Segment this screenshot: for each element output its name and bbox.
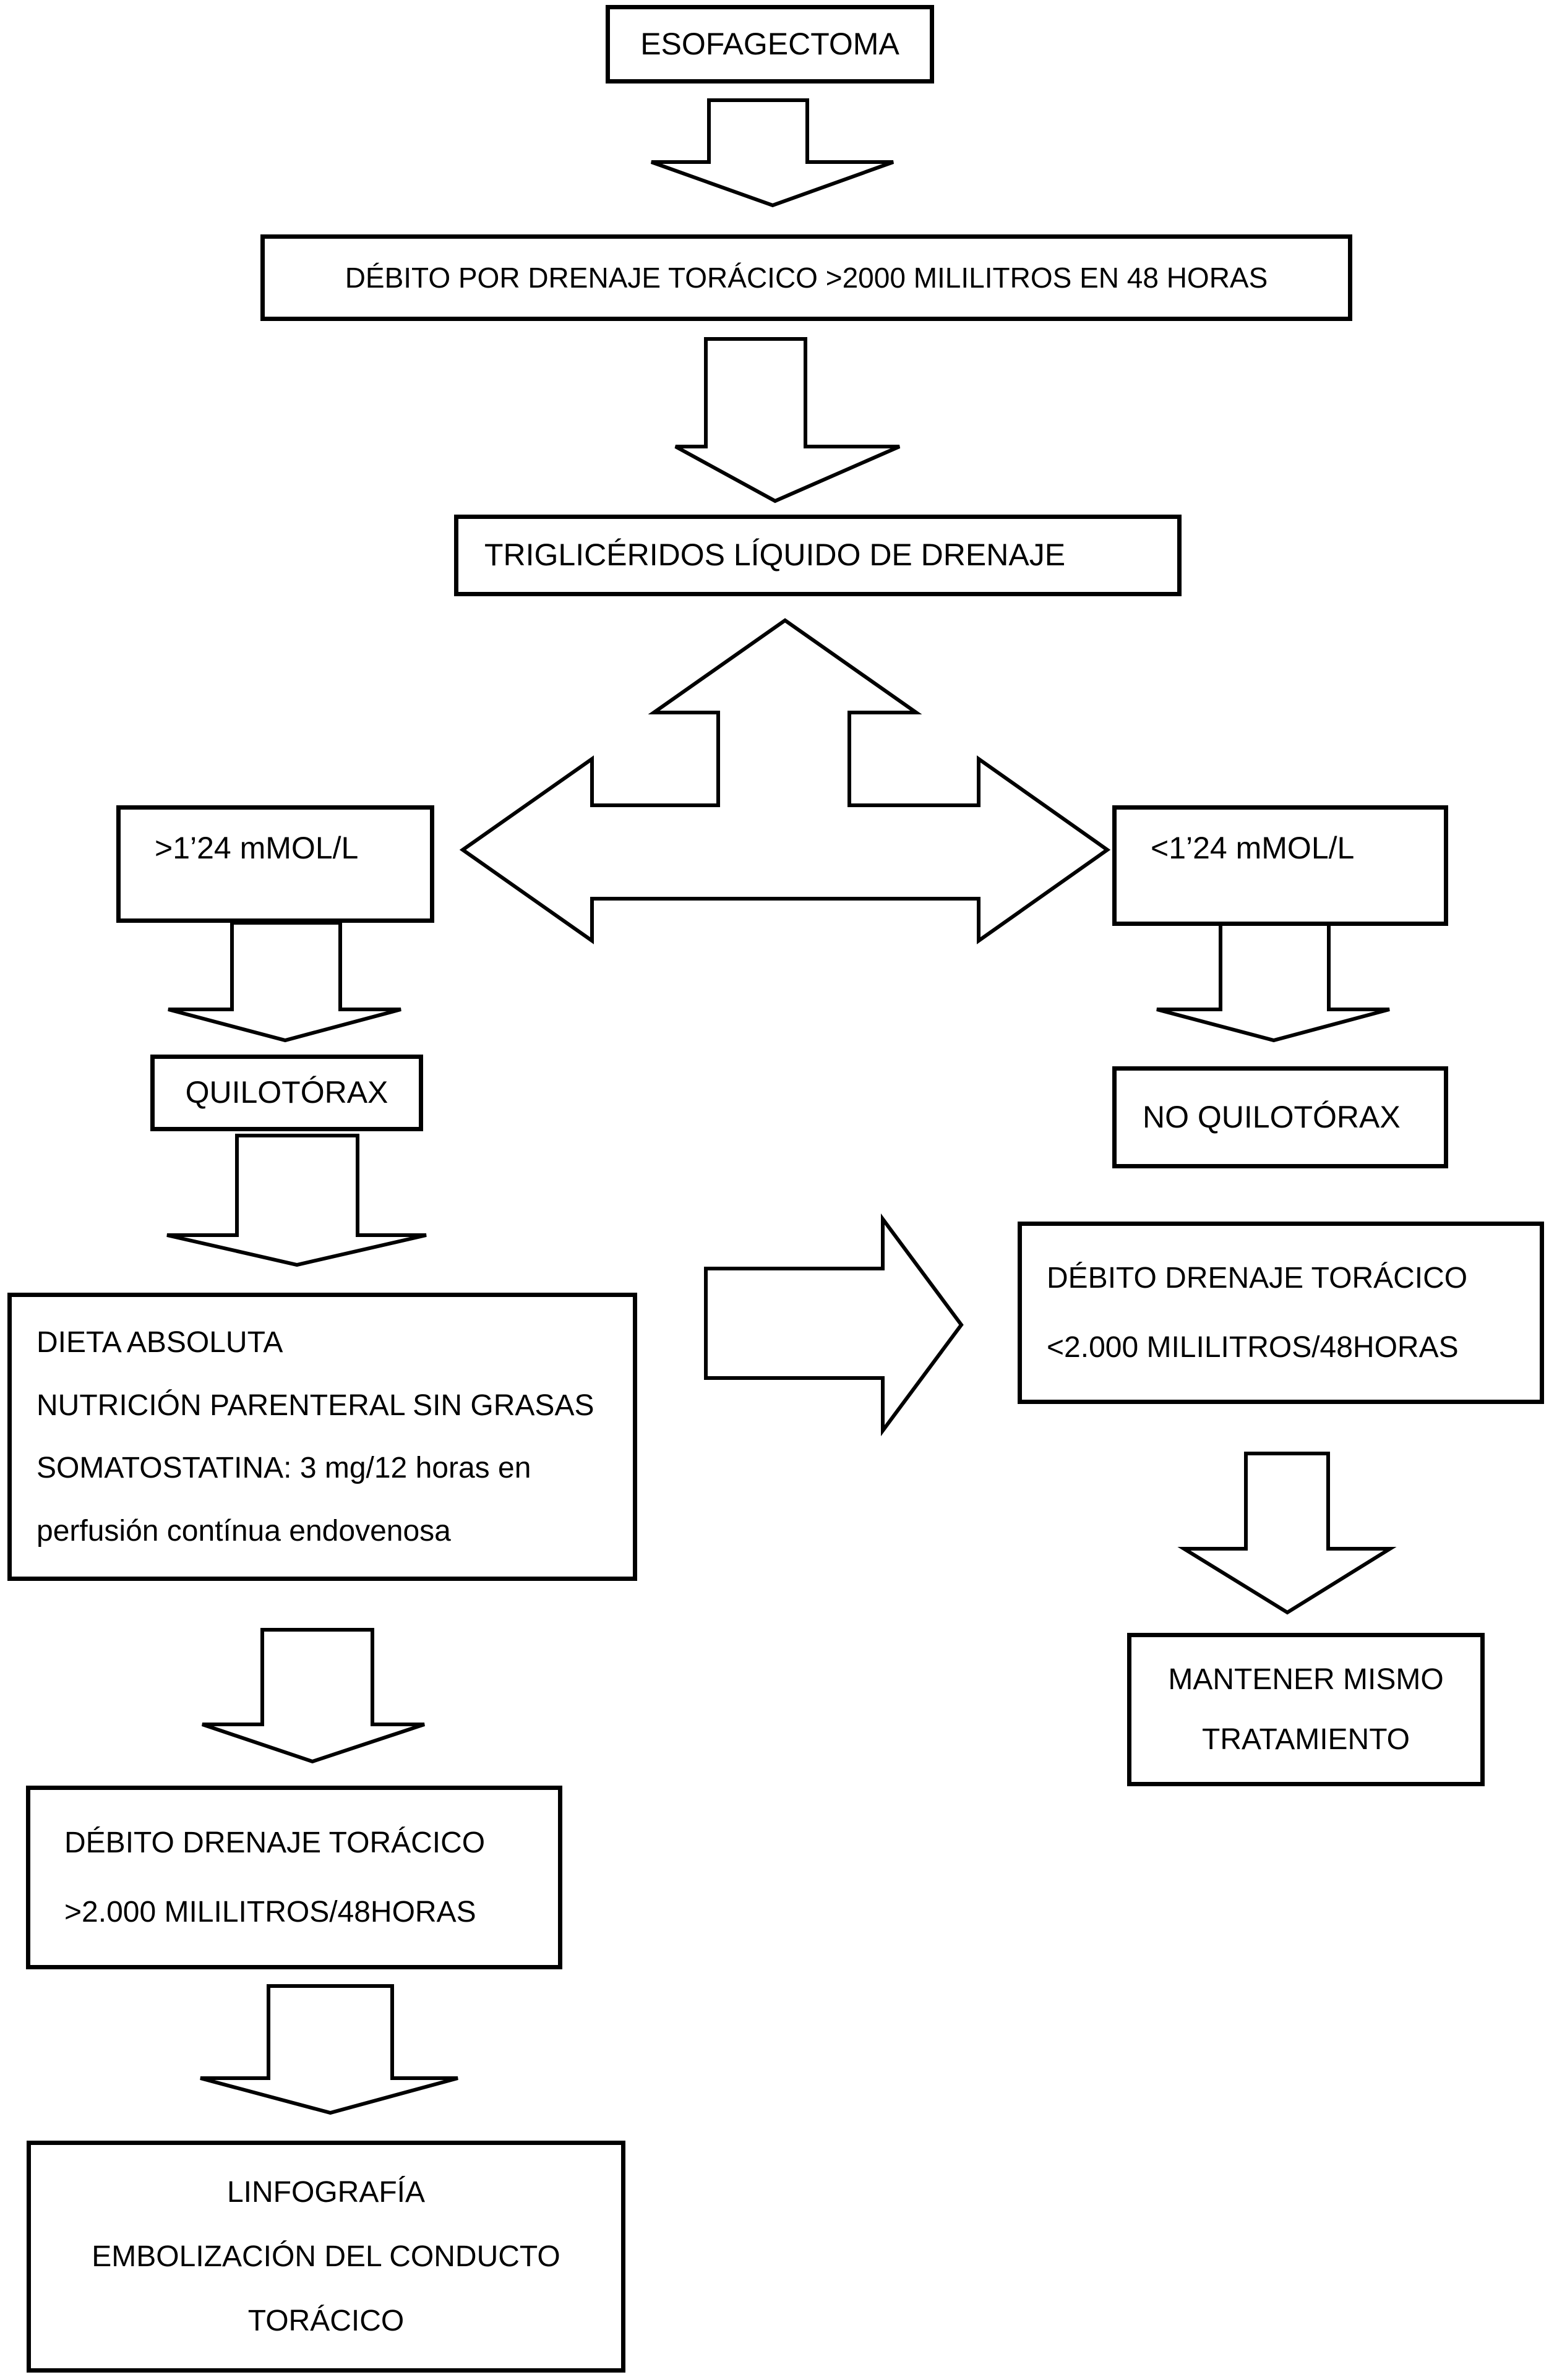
node-label: NO QUILOTÓRAX [1143, 1099, 1401, 1134]
arrow-down-icon [1177, 1452, 1397, 1615]
node-line: perfusión contínua endovenosa [36, 1514, 451, 1547]
arrow-down-icon [168, 921, 401, 1043]
node-quilotorax: QUILOTÓRAX [150, 1055, 423, 1131]
node-mantener-tratamiento: MANTENER MISMO TRATAMIENTO [1127, 1633, 1485, 1786]
node-no-quilotorax: NO QUILOTÓRAX [1112, 1066, 1448, 1168]
node-line: EMBOLIZACIÓN DEL CONDUCTO [92, 2240, 560, 2273]
node-trigliceridos: TRIGLICÉRIDOS LÍQUIDO DE DRENAJE [454, 515, 1182, 596]
node-label: QUILOTÓRAX [185, 1075, 388, 1110]
node-line: MANTENER MISMO [1168, 1663, 1444, 1697]
node-debito-mayor-2000: DÉBITO DRENAJE TORÁCICO >2.000 MILILITRO… [26, 1786, 562, 1969]
node-esofagectoma: ESOFAGECTOMA [606, 5, 934, 83]
node-tratamiento-quilotorax: DIETA ABSOLUTA NUTRICIÓN PARENTERAL SIN … [7, 1293, 637, 1581]
node-line: TORÁCICO [247, 2304, 405, 2337]
arrow-down-icon [674, 337, 901, 503]
node-line: >2.000 MILILITROS/48HORAS [64, 1896, 476, 1929]
node-label: >1’24 mMOL/L [155, 831, 359, 865]
arrow-down-icon [202, 1628, 425, 1764]
node-label: TRIGLICÉRIDOS LÍQUIDO DE DRENAJE [484, 537, 1066, 573]
node-line: DÉBITO DRENAJE TORÁCICO [64, 1826, 486, 1859]
node-line: <2.000 MILILITROS/48HORAS [1047, 1330, 1459, 1364]
node-line: NUTRICIÓN PARENTERAL SIN GRASAS [36, 1389, 594, 1422]
node-line: SOMATOSTATINA: 3 mg/12 horas en [36, 1452, 531, 1485]
node-debito-48h: DÉBITO POR DRENAJE TORÁCICO >2000 MILILI… [260, 234, 1352, 321]
node-menor-124: <1’24 mMOL/L [1112, 805, 1448, 926]
node-line: DÉBITO DRENAJE TORÁCICO [1047, 1261, 1468, 1295]
arrow-down-icon [166, 1134, 427, 1267]
node-line: TRATAMIENTO [1202, 1723, 1410, 1756]
node-label: <1’24 mMOL/L [1151, 831, 1355, 865]
node-label: DÉBITO POR DRENAJE TORÁCICO >2000 MILILI… [345, 261, 1268, 294]
node-line: LINFOGRAFÍA [226, 2175, 426, 2209]
arrow-down-icon [1156, 921, 1390, 1043]
arrow-three-way-icon [459, 618, 1111, 944]
node-debito-menor-2000: DÉBITO DRENAJE TORÁCICO <2.000 MILILITRO… [1018, 1222, 1544, 1404]
arrow-down-icon [650, 98, 895, 208]
arrow-down-icon [200, 1984, 458, 2115]
node-linfografia: LINFOGRAFÍA EMBOLIZACIÓN DEL CONDUCTO TO… [27, 2141, 625, 2373]
node-label: ESOFAGECTOMA [640, 26, 899, 61]
node-line: DIETA ABSOLUTA [36, 1326, 283, 1359]
arrow-right-icon [704, 1213, 964, 1437]
node-mayor-124: >1’24 mMOL/L [116, 805, 434, 923]
